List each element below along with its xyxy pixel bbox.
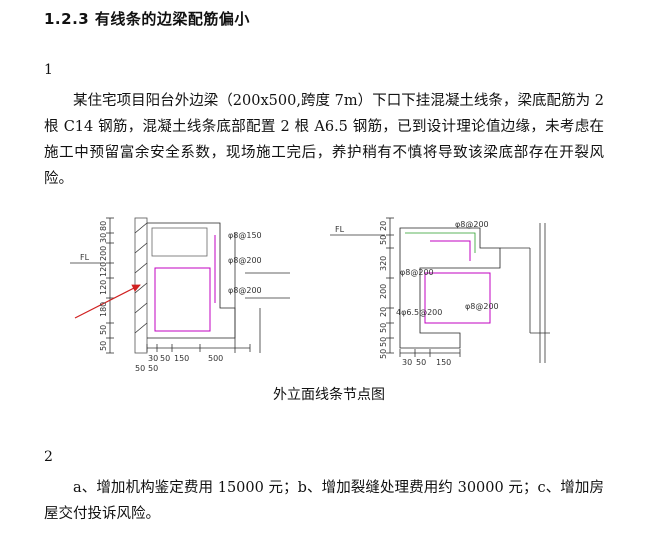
dim-rv-6: 50 xyxy=(379,323,388,333)
rebar-note-r2: φ8@200 xyxy=(400,268,434,277)
dim-h-2: 50 xyxy=(160,354,170,363)
rebar-note-1: φ8@150 xyxy=(228,231,262,240)
dim-rv-5: 20 xyxy=(379,307,388,317)
left-drawing-labels: FL φ8@150 φ8@200 φ8@200 30 50 150 500 50… xyxy=(80,221,262,373)
dim-v-6: 180 xyxy=(99,302,108,317)
dim-h-3: 150 xyxy=(174,354,189,363)
dim-rv-3: 320 xyxy=(379,256,388,271)
dim-v-2: 30 xyxy=(99,233,108,243)
right-drawing xyxy=(330,217,550,363)
rebar-note-r1: φ8@200 xyxy=(455,220,489,229)
dim-v-5: 120 xyxy=(99,280,108,295)
dim-rv-1: 20 xyxy=(379,221,388,231)
rebar-note-r3: φ8@200 xyxy=(465,302,499,311)
fl-label-left: FL xyxy=(80,253,90,262)
section-heading: 1.2.3 有线条的边梁配筋偏小 xyxy=(44,10,250,28)
dim-rh-1: 30 xyxy=(402,358,412,367)
dim-rv-4: 200 xyxy=(379,284,388,299)
dim-h-6: 50 xyxy=(148,364,158,373)
rebar-note-2: φ8@200 xyxy=(228,256,262,265)
rebar-note-r4: 4φ6.5@200 xyxy=(396,308,442,317)
dim-h-4: 500 xyxy=(208,354,223,363)
rebar-note-3: φ8@200 xyxy=(228,286,262,295)
dim-rh-2: 50 xyxy=(416,358,426,367)
item-number-1: 1 xyxy=(44,62,53,78)
dim-rv-2: 50 xyxy=(379,235,388,245)
fl-label-right: FL xyxy=(335,225,345,234)
item-number-2: 2 xyxy=(44,449,53,465)
figure-caption: 外立面线条节点图 xyxy=(273,387,385,403)
problem-description: 某住宅项目阳台外边梁（200x500,跨度 7m）下口下挂混凝土线条，梁底配筋为… xyxy=(44,93,604,187)
node-drawings: FL φ8@150 φ8@200 φ8@200 30 50 150 500 50… xyxy=(60,213,620,382)
cad-drawings: FL φ8@150 φ8@200 φ8@200 30 50 150 500 50… xyxy=(70,217,550,373)
dim-v-4: 120 xyxy=(99,262,108,277)
dim-h-1: 30 xyxy=(148,354,158,363)
dim-rv-7: 50 xyxy=(379,337,388,347)
dim-v-7: 50 xyxy=(99,325,108,335)
left-drawing xyxy=(70,217,290,354)
dim-v-1: 80 xyxy=(99,221,108,231)
consequence-description: a、增加机构鉴定费用 15000 元；b、增加裂缝处理费用约 30000 元；c… xyxy=(44,480,604,522)
dim-rh-3: 150 xyxy=(436,358,451,367)
dim-v-8: 50 xyxy=(99,341,108,351)
right-drawing-labels: FL φ8@200 φ8@200 φ8@200 4φ6.5@200 30 50 … xyxy=(335,220,499,367)
dim-h-5: 50 xyxy=(135,364,145,373)
dim-rv-8: 50 xyxy=(379,349,388,359)
dim-v-3: 200 xyxy=(99,246,108,261)
